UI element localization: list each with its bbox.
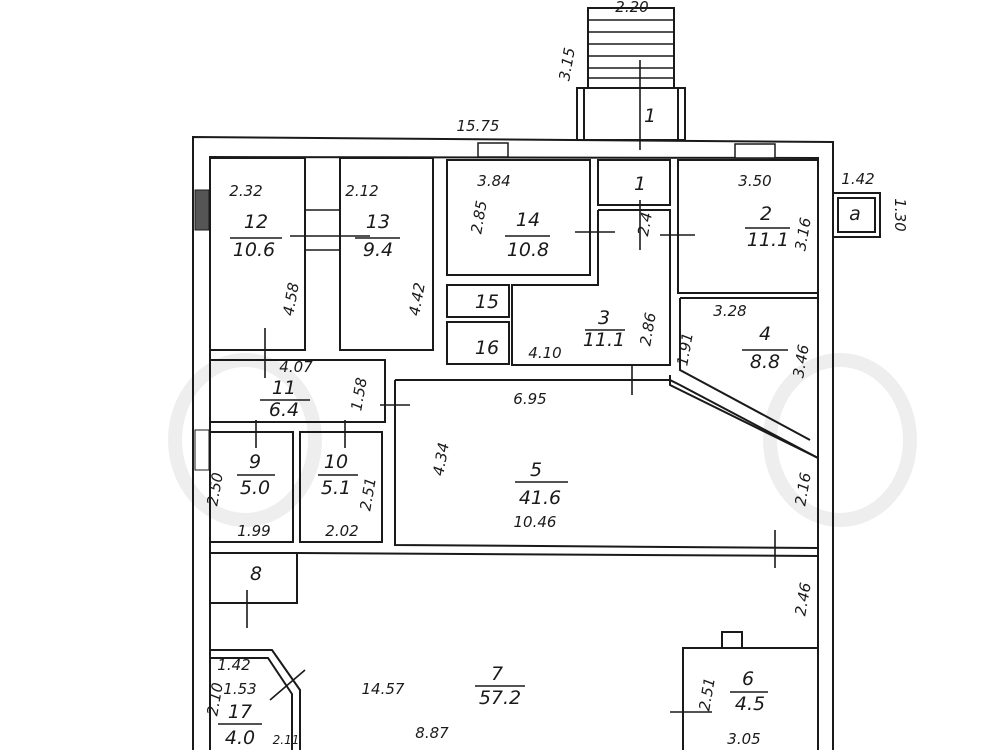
room-number: 16 <box>475 337 499 359</box>
room-height: 2.86 <box>636 311 660 347</box>
room-area: 57.2 <box>479 687 521 709</box>
room-number: 7 <box>491 663 503 685</box>
room-area: 5.0 <box>240 477 270 499</box>
corridor-dim: 2.4 <box>634 211 656 238</box>
room-width: 6.95 <box>513 390 546 408</box>
room-walls <box>209 157 881 750</box>
room-area: 9.4 <box>363 239 393 261</box>
room-width: 1.53 <box>223 680 256 698</box>
room-height: 2.50 <box>203 471 227 507</box>
room-number: 5 <box>530 459 542 481</box>
room-area: 6.4 <box>269 399 299 421</box>
room-height: 2.46 <box>791 581 815 617</box>
room-height: 2.10 <box>203 681 227 717</box>
room-width-2: 2.11 <box>273 733 300 747</box>
room-width: 2.02 <box>325 522 358 540</box>
outer-walls <box>192 135 834 750</box>
room-width: 4.10 <box>528 344 561 362</box>
room-height: 4.58 <box>279 281 303 317</box>
room-width: 14.57 <box>362 680 405 698</box>
room-width: 2.32 <box>229 182 262 200</box>
stair-width-label: 2.20 <box>615 0 648 16</box>
room-height: 2.85 <box>467 199 491 235</box>
area-fraction-bars <box>218 227 790 725</box>
room-height-2: 2.16 <box>791 471 815 507</box>
room-number: 11 <box>272 377 296 399</box>
overall-width-label: 15.75 <box>457 117 500 135</box>
room-number: 3 <box>598 307 610 329</box>
room-area: 4.0 <box>225 727 255 749</box>
room-area: 4.5 <box>735 693 765 715</box>
room-number: 10 <box>324 451 348 473</box>
room-width-2: 10.46 <box>514 513 557 531</box>
staircase <box>576 7 686 150</box>
room-number: 6 <box>742 668 754 690</box>
room-height: 2.51 <box>356 476 380 512</box>
room-number: a <box>849 203 861 225</box>
room-height: 3.16 <box>791 216 815 252</box>
room-number: 13 <box>366 211 390 233</box>
room-number: 12 <box>244 211 268 233</box>
room-height: 1.58 <box>347 376 371 412</box>
room-number: 9 <box>249 451 261 473</box>
room-number: 15 <box>475 291 499 313</box>
room-number: 2 <box>760 203 772 225</box>
room-number: 8 <box>250 563 262 585</box>
room-area: 41.6 <box>519 487 561 509</box>
room-width-2: 8.87 <box>415 724 449 742</box>
room-number: 14 <box>516 209 540 231</box>
room-number: 1 <box>644 105 656 127</box>
room-width: 4.07 <box>279 358 313 376</box>
room-width: 3.50 <box>738 172 771 190</box>
room-area: 11.1 <box>747 229 789 251</box>
room-width: 2.12 <box>345 182 378 200</box>
room-width: 1.42 <box>217 656 250 674</box>
room-width: 3.05 <box>727 730 760 748</box>
room-height-2: 1.91 <box>673 331 697 367</box>
room-height: 4.42 <box>405 281 429 317</box>
room-area: 10.8 <box>507 239 549 261</box>
room-area: 10.6 <box>233 239 275 261</box>
room-number: 17 <box>228 701 252 723</box>
stair-length-label: 3.15 <box>555 46 579 82</box>
room-width: 1.99 <box>237 522 270 540</box>
room-height: 2.51 <box>695 676 719 712</box>
room-width: 3.28 <box>713 302 746 320</box>
room-area: 5.1 <box>321 477 351 499</box>
room-width: 3.84 <box>477 172 510 190</box>
room-area: 8.8 <box>750 351 780 373</box>
room-number: 4 <box>759 323 771 345</box>
room-height: 4.34 <box>429 441 453 477</box>
room-width: 1.42 <box>841 170 874 188</box>
room-area: 11.1 <box>583 329 625 351</box>
room-number: 1 <box>634 173 646 195</box>
room-height: 1.30 <box>891 198 909 231</box>
room-height: 3.46 <box>789 343 813 379</box>
